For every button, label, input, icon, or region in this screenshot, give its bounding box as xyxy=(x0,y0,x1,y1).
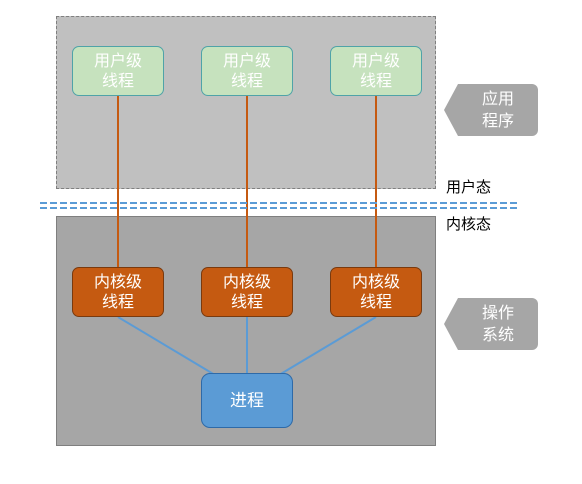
link-kernel-process-3 xyxy=(278,316,377,376)
user-mode-label: 用户态 xyxy=(446,178,492,196)
link-kernel-process-1 xyxy=(117,316,216,376)
user-thread-label-line2: 线程 xyxy=(230,71,263,90)
os-tag-line1: 操作 xyxy=(481,303,514,322)
user-thread-label-line1: 用户级 xyxy=(222,51,271,70)
os-tag-line2: 系统 xyxy=(481,325,514,344)
os-tag: 操作 系统 xyxy=(444,298,538,350)
application-tag-line1: 应用 xyxy=(481,89,514,108)
kernel-thread-label-line2: 线程 xyxy=(230,292,263,311)
user-thread-label-line1: 用户级 xyxy=(93,51,142,70)
user-thread-label-line2: 线程 xyxy=(359,71,392,90)
user-thread-1: 用户级 线程 xyxy=(72,46,164,96)
kernel-thread-label-line2: 线程 xyxy=(359,292,392,311)
user-thread-label-line1: 用户级 xyxy=(351,51,400,70)
kernel-thread-label-line1: 内核级 xyxy=(351,272,400,291)
user-thread-3: 用户级 线程 xyxy=(330,46,422,96)
kernel-thread-label-line1: 内核级 xyxy=(93,272,142,291)
user-thread-2: 用户级 线程 xyxy=(201,46,293,96)
kernel-thread-3: 内核级 线程 xyxy=(330,267,422,317)
kernel-thread-2: 内核级 线程 xyxy=(201,267,293,317)
user-thread-label-line2: 线程 xyxy=(101,71,134,90)
process-label: 进程 xyxy=(230,390,264,411)
kernel-thread-1: 内核级 线程 xyxy=(72,267,164,317)
application-tag-line2: 程序 xyxy=(481,111,514,130)
kernel-thread-label-line2: 线程 xyxy=(101,292,134,311)
application-tag: 应用 程序 xyxy=(444,84,538,136)
kernel-mode-label: 内核态 xyxy=(446,215,492,233)
process-box: 进程 xyxy=(201,373,293,428)
kernel-thread-label-line1: 内核级 xyxy=(222,272,271,291)
